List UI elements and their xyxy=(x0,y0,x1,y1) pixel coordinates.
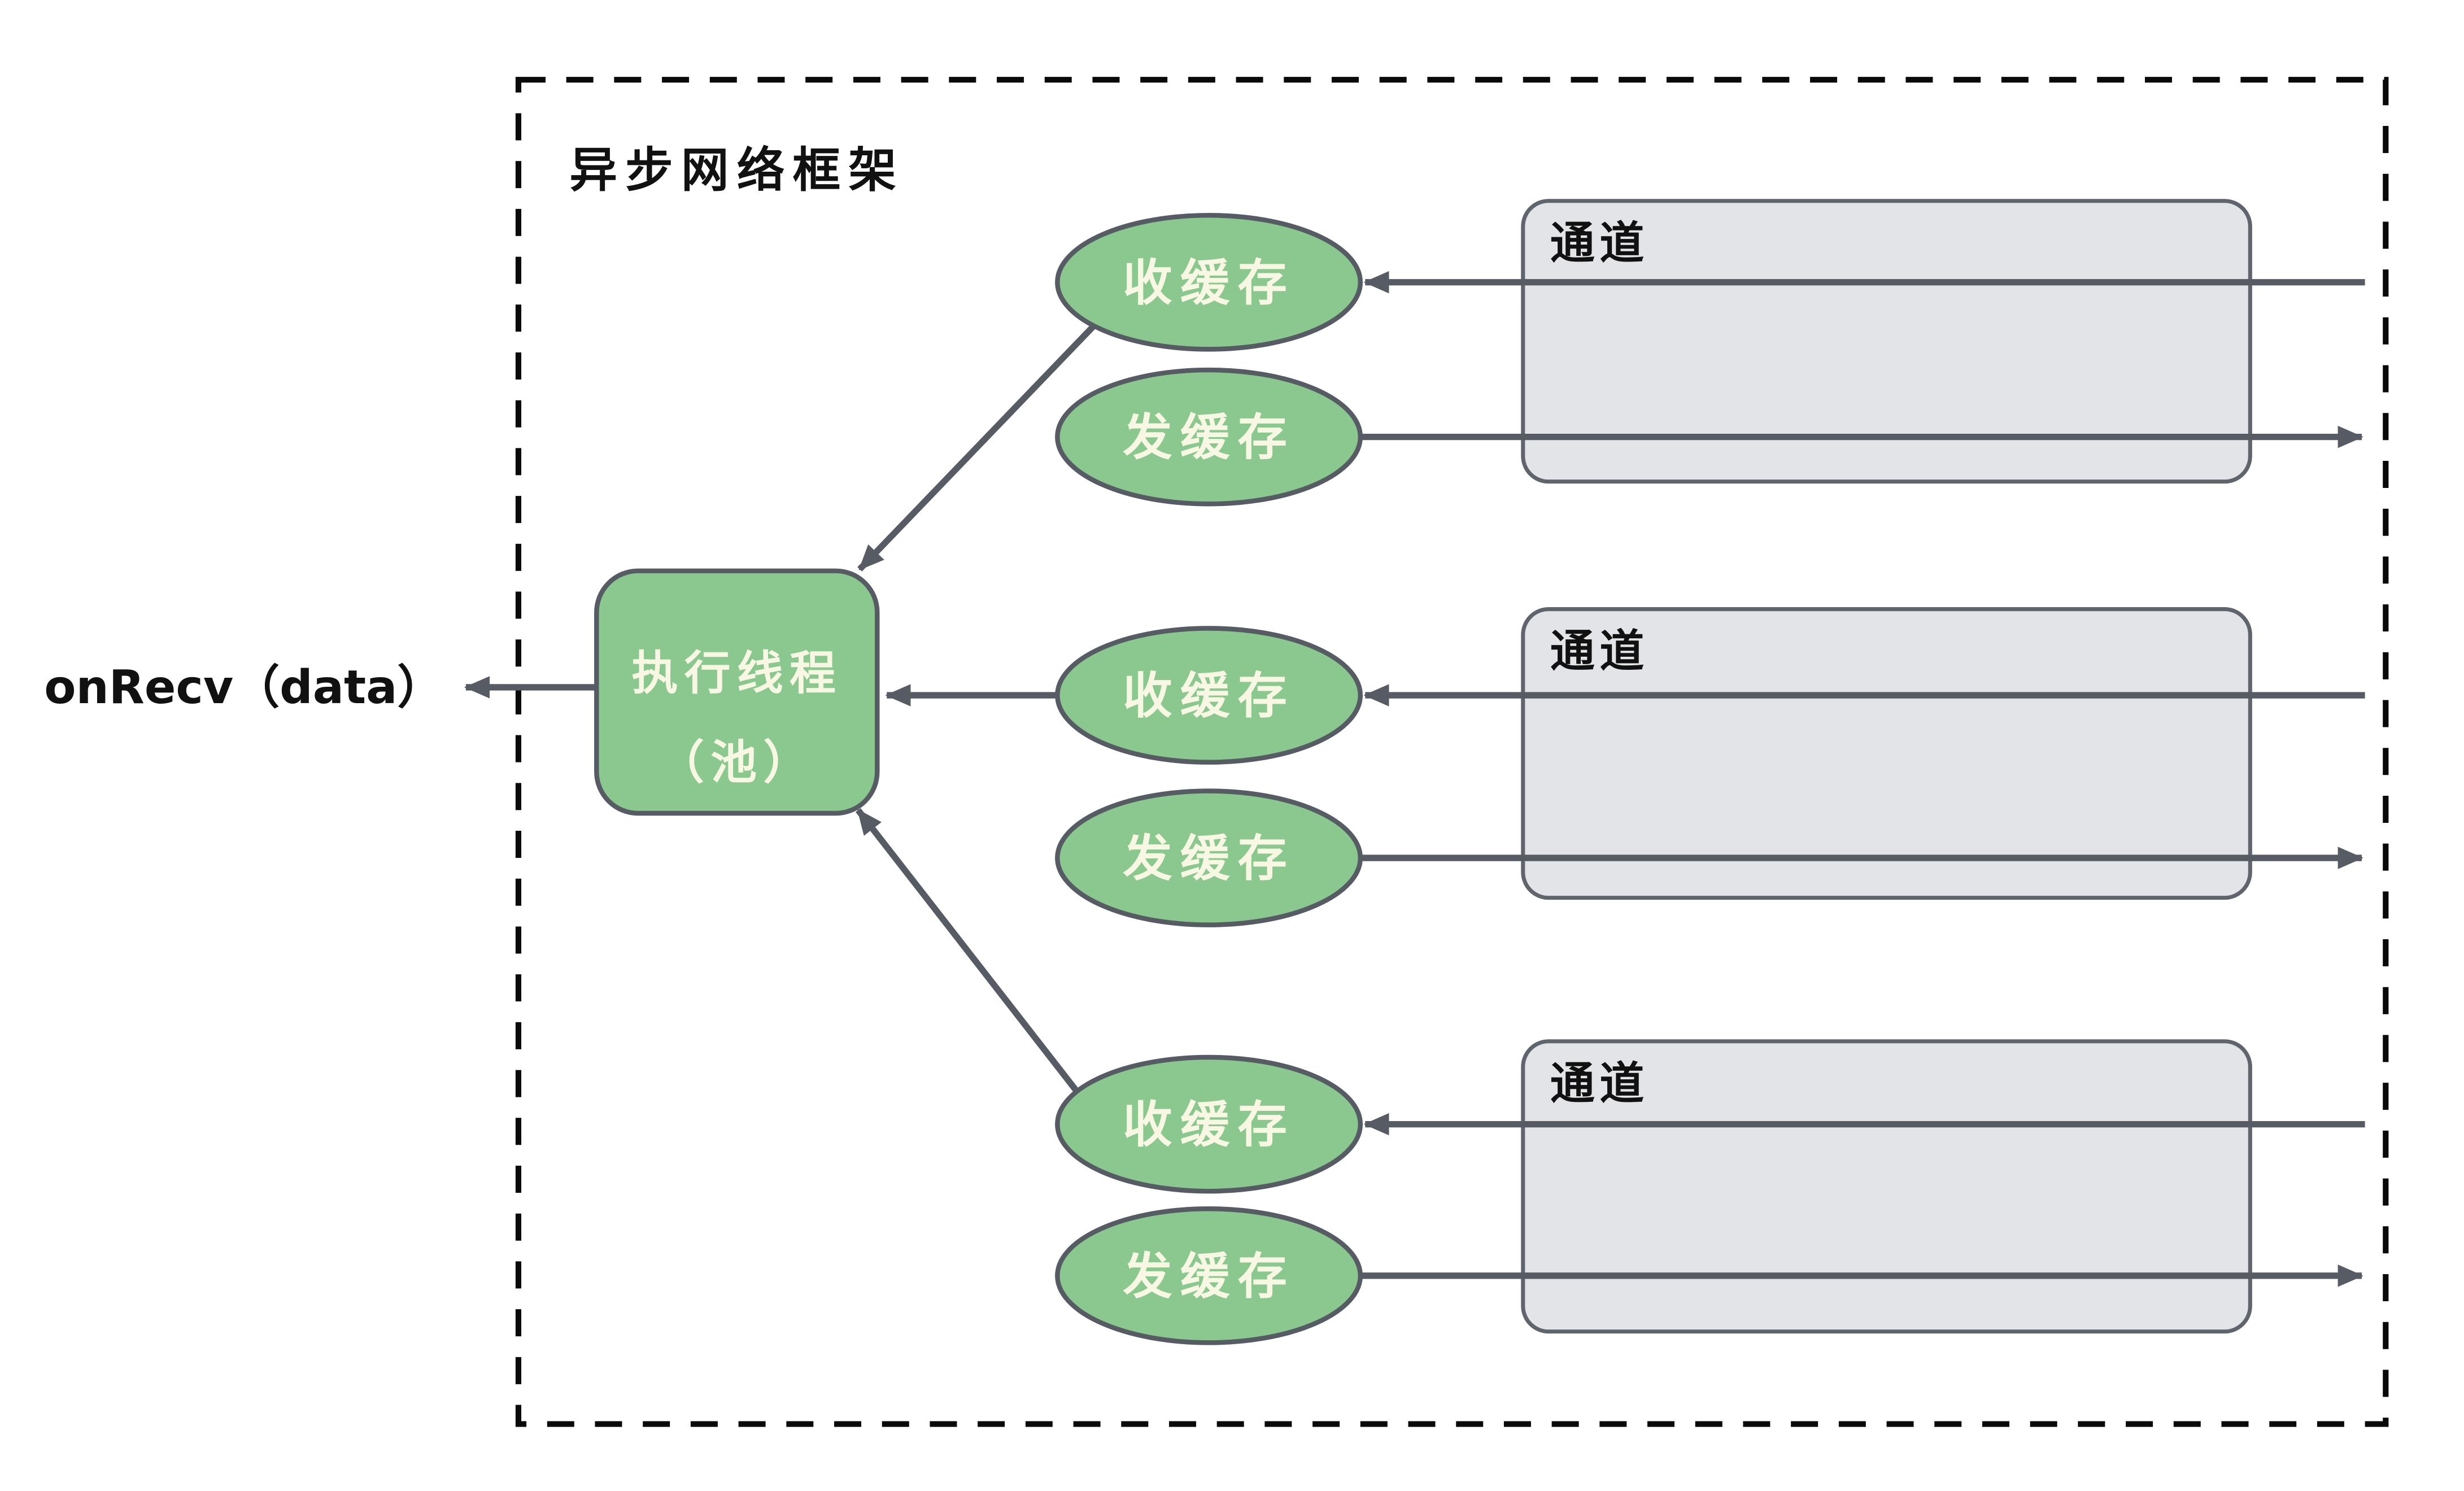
send-buffer-ellipse xyxy=(1055,1206,1363,1345)
channel-group-2: 通道 xyxy=(1521,607,2252,900)
channel-box xyxy=(1521,1039,2252,1334)
send-buffer-2: 发缓存 xyxy=(1055,788,1363,927)
send-buffer-1: 发缓存 xyxy=(1055,367,1363,507)
channel-label: 通道 xyxy=(1550,1057,1649,1109)
channel-group-1: 通道 xyxy=(1521,199,2252,484)
send-buffer-label: 发缓存 xyxy=(1123,830,1295,887)
send-buffer-ellipse xyxy=(1055,788,1363,927)
send-buffer-3: 发缓存 xyxy=(1055,1206,1363,1345)
executor-box xyxy=(594,568,880,816)
framework-title: 异步网络框架 xyxy=(569,142,904,198)
send-buffer-label: 发缓存 xyxy=(1123,1248,1295,1305)
executor-label-line1: 执行线程 xyxy=(631,647,842,700)
recv-buffer-1: 收缓存 xyxy=(1055,212,1363,352)
recv-buffer-ellipse xyxy=(1055,212,1363,352)
channel-label: 通道 xyxy=(1550,625,1649,677)
executor-thread-pool: 执行线程 （池） xyxy=(594,568,880,816)
send-buffer-ellipse xyxy=(1055,367,1363,507)
framework-dashed-border xyxy=(515,77,2389,1427)
recv-buffer-ellipse xyxy=(1055,626,1363,765)
recv-buffer-2: 收缓存 xyxy=(1055,626,1363,765)
executor-label-line2: （池） xyxy=(658,736,816,790)
channel-group-3: 通道 xyxy=(1521,1039,2252,1334)
channel-box xyxy=(1521,199,2252,484)
recv-to-executor-arrow-3 xyxy=(855,808,1084,1100)
channel-label: 通道 xyxy=(1550,217,1649,269)
recv-buffer-label: 收缓存 xyxy=(1123,667,1295,725)
callback-label: onRecv（data） xyxy=(44,661,443,714)
recv-to-executor-arrow-1 xyxy=(857,316,1103,572)
channel-box xyxy=(1521,607,2252,900)
recv-buffer-label: 收缓存 xyxy=(1123,1096,1295,1154)
recv-buffer-3: 收缓存 xyxy=(1055,1054,1363,1194)
recv-buffer-label: 收缓存 xyxy=(1123,254,1295,312)
send-buffer-label: 发缓存 xyxy=(1123,409,1295,467)
recv-buffer-ellipse xyxy=(1055,1054,1363,1194)
